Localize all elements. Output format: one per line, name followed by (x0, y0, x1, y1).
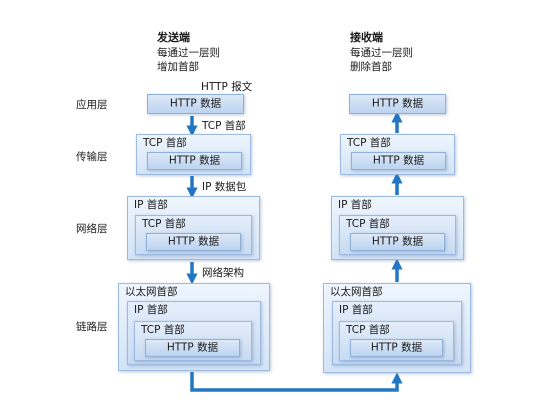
tcp-header-label: TCP 首部 (142, 218, 186, 230)
ethernet-header-label: 以太网首部 (330, 286, 383, 298)
http-data-label: HTTP 数据 (370, 341, 423, 354)
ip-header-label: IP 首部 (134, 199, 168, 211)
http-data-label: HTTP 数据 (371, 97, 424, 110)
ethernet-header-label: 以太网首部 (125, 286, 178, 298)
tcp-header-label: TCP 首部 (346, 324, 390, 336)
ip-header-label: IP 首部 (339, 304, 373, 316)
annotation-network-frame: 网络架构 (202, 267, 244, 279)
sender-link-tcp-segment: TCP 首部 HTTP 数据 (134, 321, 252, 361)
http-data-label: HTTP 数据 (168, 154, 221, 167)
http-data-label: HTTP 数据 (167, 235, 220, 248)
tcp-header-label: TCP 首部 (143, 137, 187, 149)
sender-desc-line2: 增加首部 (157, 61, 199, 73)
layer-label-transport: 传输层 (76, 151, 108, 163)
sender-network-ip-packet: IP 首部 TCP 首部 HTTP 数据 (127, 196, 260, 260)
layer-label-network: 网络层 (76, 223, 108, 235)
receiver-app-http-data: HTTP 数据 (349, 94, 446, 114)
layer-label-application: 应用层 (76, 99, 108, 111)
receiver-link-ip-packet: IP 首部 TCP 首部 HTTP 数据 (332, 301, 462, 365)
sender-desc-line1: 每通过一层则 (157, 47, 220, 59)
tcp-header-label: TCP 首部 (141, 324, 185, 336)
sender-network-http-data: HTTP 数据 (146, 233, 241, 251)
receiver-transport-http-data: HTTP 数据 (351, 152, 446, 170)
link-connection-line (190, 372, 403, 392)
sender-network-tcp-segment: TCP 首部 HTTP 数据 (135, 215, 252, 255)
annotation-http-message: HTTP 报文 (201, 81, 253, 93)
ip-header-label: IP 首部 (338, 199, 372, 211)
receiver-link-ethernet-frame: 以太网首部 IP 首部 TCP 首部 HTTP 数据 (323, 283, 471, 373)
sender-transport-http-data: HTTP 数据 (147, 152, 242, 170)
annotation-ip-packet: IP 数据包 (202, 181, 247, 193)
http-data-label: HTTP 数据 (169, 97, 222, 110)
layer-label-link: 链路层 (76, 321, 108, 333)
annotation-tcp-header: TCP 首部 (202, 120, 246, 132)
http-data-label: HTTP 数据 (166, 341, 219, 354)
tcp-header-label: TCP 首部 (347, 137, 391, 149)
sender-title: 发送端 (157, 31, 190, 44)
sender-link-ip-packet: IP 首部 TCP 首部 HTTP 数据 (127, 301, 261, 365)
receiver-desc-line1: 每通过一层则 (350, 47, 413, 59)
sender-link-ethernet-frame: 以太网首部 IP 首部 TCP 首部 HTTP 数据 (118, 283, 270, 371)
sender-link-http-data: HTTP 数据 (145, 339, 240, 357)
http-data-label: HTTP 数据 (371, 235, 424, 248)
receiver-link-http-data: HTTP 数据 (350, 339, 443, 357)
receiver-network-http-data: HTTP 数据 (350, 233, 445, 251)
sender-transport-tcp-segment: TCP 首部 HTTP 数据 (136, 134, 251, 175)
receiver-link-tcp-segment: TCP 首部 HTTP 数据 (339, 321, 454, 361)
receiver-network-ip-packet: IP 首部 TCP 首部 HTTP 数据 (331, 196, 464, 260)
receiver-network-tcp-segment: TCP 首部 HTTP 数据 (339, 215, 456, 255)
http-data-label: HTTP 数据 (372, 154, 425, 167)
ip-header-label: IP 首部 (134, 304, 168, 316)
receiver-title: 接收端 (350, 31, 383, 44)
tcp-header-label: TCP 首部 (346, 218, 390, 230)
receiver-transport-tcp-segment: TCP 首部 HTTP 数据 (340, 134, 455, 175)
receiver-desc-line2: 删除首部 (350, 61, 392, 73)
sender-app-http-data: HTTP 数据 (147, 94, 244, 114)
